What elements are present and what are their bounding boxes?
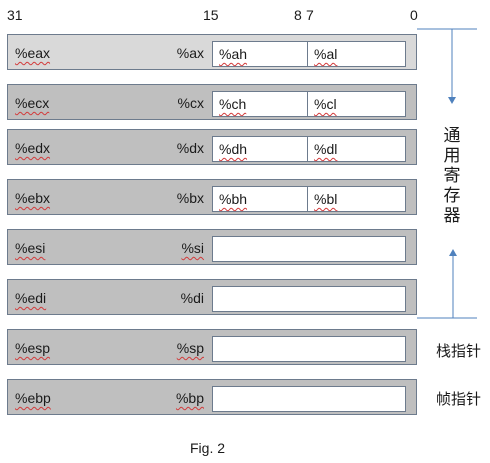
register-low8-name: %dl: [314, 141, 338, 157]
label-char: 存: [443, 186, 461, 206]
bit-label-0: 0: [410, 7, 418, 23]
bit-label-31: 31: [7, 7, 23, 23]
register-row-ecx: %ecx %cx %ch %cl: [7, 84, 417, 120]
figure-caption: Fig. 2: [190, 440, 226, 456]
register-row-esp: %esp %sp: [7, 329, 417, 365]
register-row-esi: %esi %si: [7, 229, 417, 265]
register-32bit-name: %esi: [15, 240, 46, 256]
register-low8-cell: %cl: [308, 92, 405, 116]
register-low8-cell: %al: [308, 42, 405, 66]
register-low16-box: %ch %cl: [212, 91, 406, 117]
up-arrow-icon: [449, 249, 457, 256]
register-low8-cell: %bl: [308, 187, 405, 211]
register-32bit-name: %ecx: [15, 95, 50, 111]
register-high8-cell: %ch: [213, 92, 308, 116]
register-low16-box: [212, 286, 406, 312]
register-low16-box: %dh %dl: [212, 136, 406, 162]
bit-label-8: 8: [294, 7, 302, 23]
register-16bit-name: %di: [180, 290, 204, 306]
register-32bit-name: %ebp: [15, 390, 51, 406]
register-row-eax: %eax %ax %ah %al: [7, 34, 417, 70]
register-low8-name: %bl: [314, 191, 338, 207]
label-char: 通: [443, 126, 461, 146]
register-16bit-name: %dx: [176, 140, 204, 156]
register-32bit-name: %eax: [15, 45, 51, 61]
register-32bit-name: %esp: [15, 340, 51, 356]
down-arrow-icon: [448, 97, 456, 104]
stack-pointer-label: 栈指针: [436, 342, 482, 360]
register-high8-name: %ah: [219, 46, 248, 62]
register-32bit-name: %ebx: [15, 190, 51, 206]
register-low16-box: [212, 386, 406, 412]
register-16bit-name: %bp: [175, 390, 204, 406]
register-row-edx: %edx %dx %dh %dl: [7, 129, 417, 165]
register-low8-name: %al: [314, 46, 338, 62]
register-high8-name: %ch: [219, 96, 247, 112]
register-low16-box: %bh %bl: [212, 186, 406, 212]
register-16bit-name: %cx: [177, 95, 204, 111]
register-16bit-name: %sp: [176, 340, 204, 356]
register-16bit-name: %si: [181, 240, 204, 256]
label-char: 用: [443, 146, 461, 166]
register-low8-name: %cl: [314, 96, 337, 112]
register-low8-cell: %dl: [308, 137, 405, 161]
register-16bit-name: %ax: [176, 45, 204, 61]
general-register-label: 通 用 寄 存 器: [442, 126, 462, 226]
register-high8-cell: %dh: [213, 137, 308, 161]
bit-label-15: 15: [203, 7, 219, 23]
register-row-edi: %edi %di: [7, 279, 417, 315]
register-high8-name: %bh: [219, 191, 248, 207]
register-high8-name: %dh: [219, 141, 248, 157]
register-high8-cell: %ah: [213, 42, 308, 66]
register-low16-box: [212, 336, 406, 362]
register-row-ebx: %ebx %bx %bh %bl: [7, 179, 417, 215]
register-16bit-name: %bx: [176, 190, 204, 206]
register-row-ebp: %ebp %bp: [7, 379, 417, 415]
register-high8-cell: %bh: [213, 187, 308, 211]
bit-label-7: 7: [306, 7, 314, 23]
register-low16-box: [212, 236, 406, 262]
register-32bit-name: %edi: [15, 290, 47, 306]
register-32bit-name: %edx: [15, 140, 51, 156]
frame-pointer-label: 帧指针: [436, 390, 482, 408]
label-char: 寄: [443, 166, 461, 186]
register-low16-box: %ah %al: [212, 41, 406, 67]
label-char: 器: [443, 206, 461, 226]
